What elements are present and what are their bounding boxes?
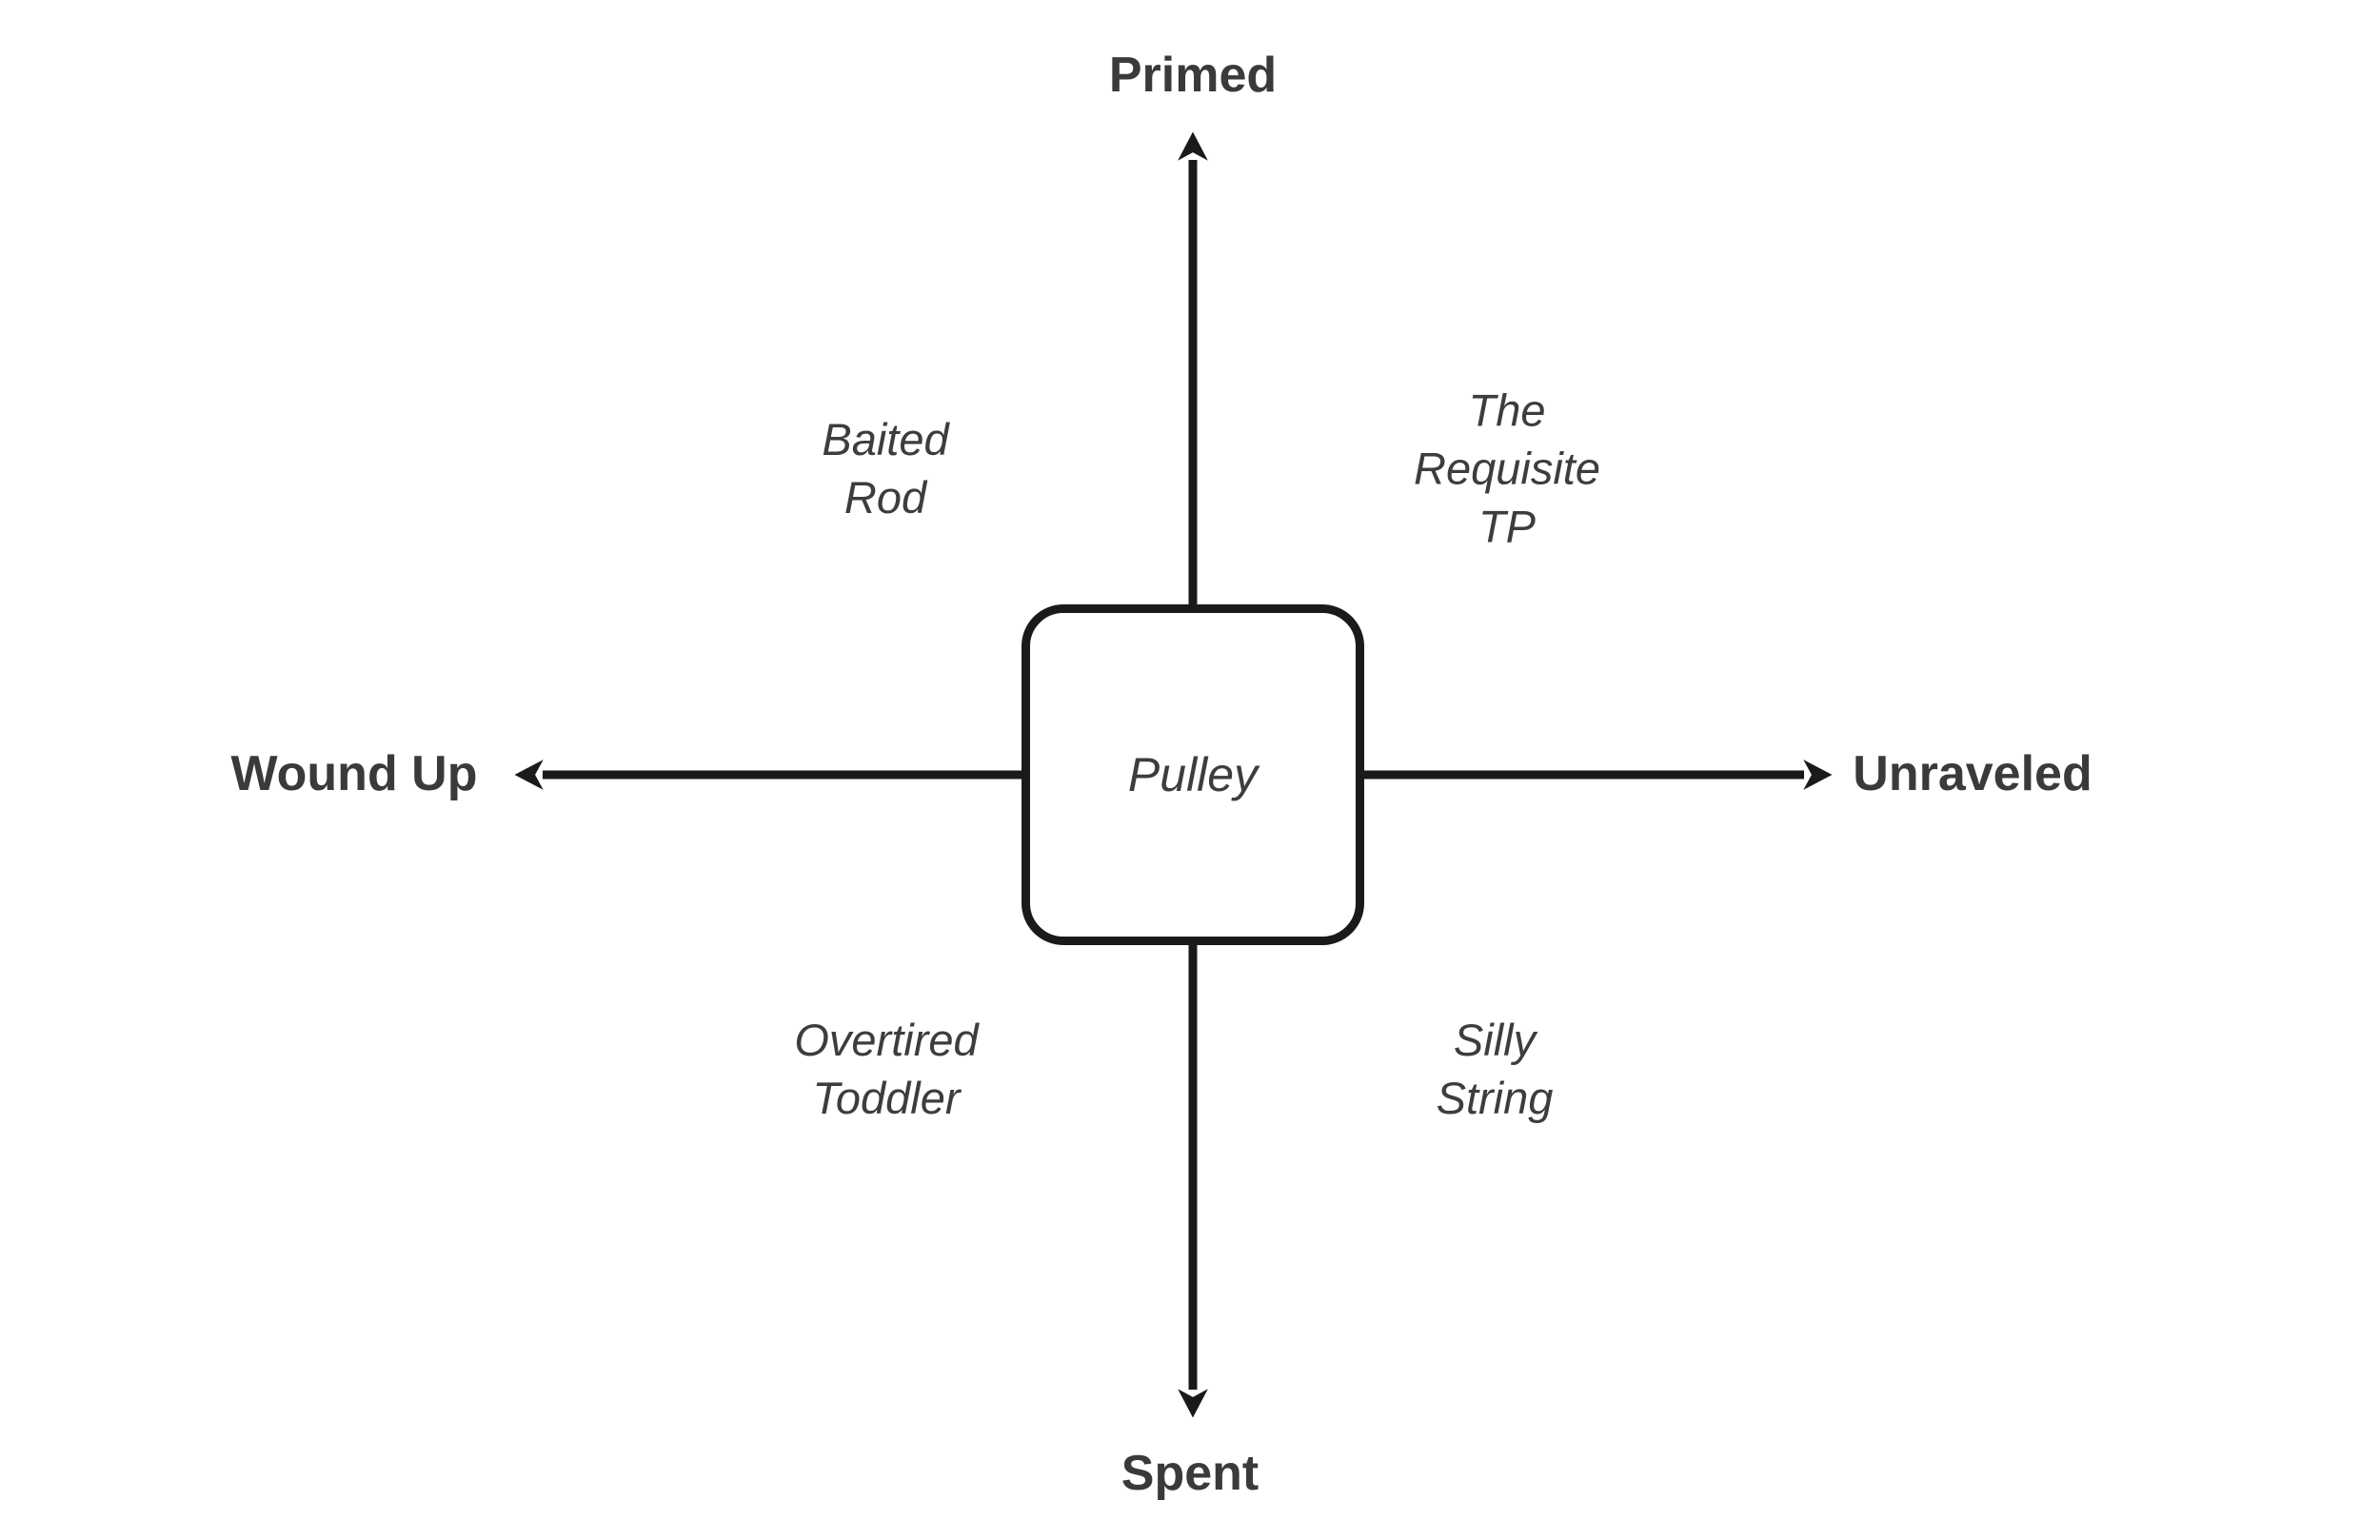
center-node: Pulley <box>1021 604 1364 945</box>
quadrant-label-bottom-left: Overtired Toddler <box>794 1015 979 1123</box>
quadrant-label-bottom-right: Silly String <box>1436 1015 1554 1123</box>
quadrant-label-top-right: The Requisite TP <box>1414 385 1600 552</box>
axis-label-left: Wound Up <box>230 746 478 801</box>
center-node-label: Pulley <box>1127 748 1259 801</box>
axis-label-top: Primed <box>1108 48 1278 103</box>
axis-label-bottom: Spent <box>1121 1446 1259 1501</box>
axis-label-right: Unraveled <box>1853 746 2092 801</box>
quadrant-label-top-left: Baited Rod <box>822 414 949 523</box>
